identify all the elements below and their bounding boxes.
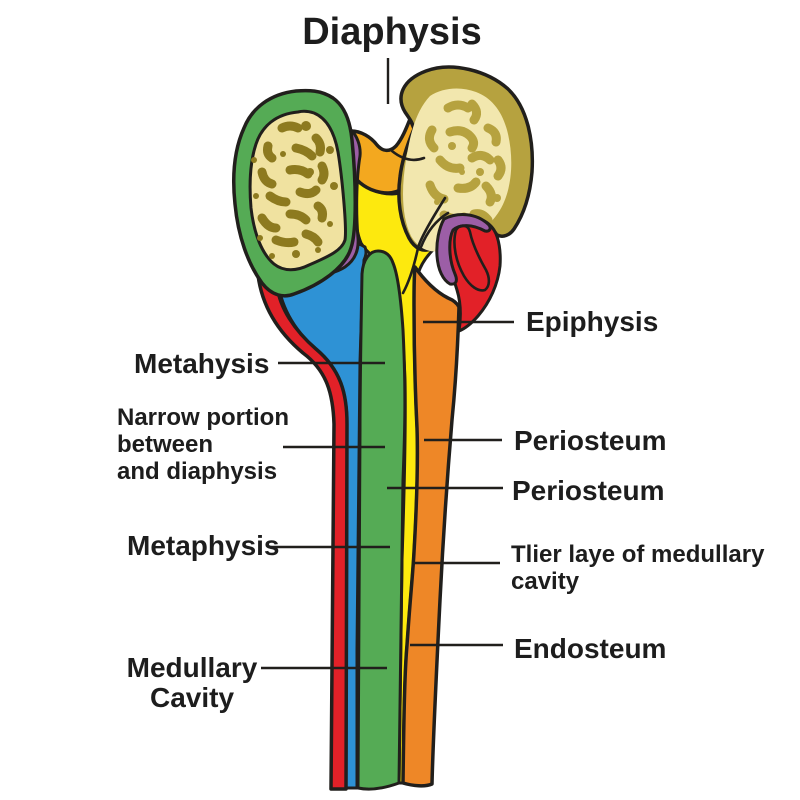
label-medullary-cavity: Medullary Cavity <box>126 652 258 713</box>
head-contour-line <box>419 211 450 249</box>
label-epiphysis: Epiphysis <box>526 306 659 337</box>
purple-growth-plate-right <box>435 213 492 286</box>
label-metaphysis: Metaphysis <box>127 530 280 561</box>
saddle-contour-line <box>390 149 426 162</box>
green-shaft-layer <box>356 249 407 791</box>
neck-contour-line <box>401 196 447 295</box>
label-narrow-portion: Narrow portion between and diaphysis <box>117 404 289 485</box>
diagram-title: Diaphysis <box>302 11 482 53</box>
red-outer-layer-left <box>256 243 349 791</box>
left-trabeculae-marks <box>257 121 329 248</box>
label-endosteum: Endosteum <box>514 633 667 664</box>
left-trabeculae-dots <box>251 121 338 259</box>
label-periosteum-2: Periosteum <box>512 475 665 506</box>
label-periosteum-1: Periosteum <box>514 425 667 456</box>
label-metahysis: Metahysis <box>134 348 270 379</box>
right-notch-group <box>390 149 502 333</box>
right-trabeculae-marks <box>424 99 506 225</box>
red-pocket-inner-contour <box>453 224 491 292</box>
label-inner-layer-medullary: Tlier laye of medullary cavity <box>511 541 765 595</box>
leader-lines <box>261 58 514 670</box>
